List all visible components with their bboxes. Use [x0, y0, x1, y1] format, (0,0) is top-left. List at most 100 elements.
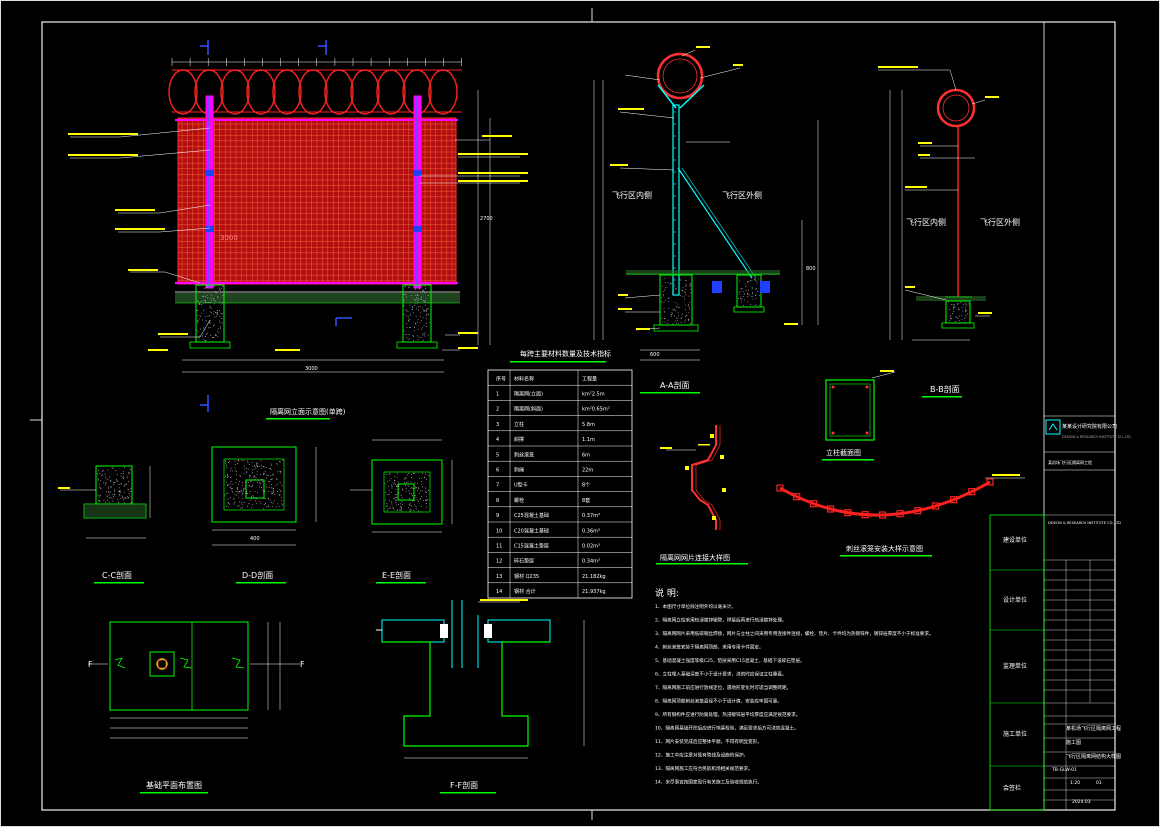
note-line: 4、刺丝滚笼安装于隔离网顶部，采用专用卡件固定。 [655, 644, 764, 651]
note-line: 12、施工中应注意对既有管线及设施的保护。 [655, 752, 748, 759]
dd-section-title: D-D剖面 [242, 570, 273, 580]
notes-title: 说 明: [655, 587, 679, 599]
table-cell-quantity: 8套 [582, 497, 590, 504]
table-cell-quantity: km²0.65m² [582, 407, 610, 413]
table-cell-quantity: 1.1m [582, 437, 595, 443]
base-dim: 600 [650, 352, 660, 358]
razor-detail-title: 刺丝滚笼安装大样示意图 [846, 544, 923, 553]
table-cell-no: 2 [496, 407, 499, 413]
ee-section-title: E-E剖面 [382, 570, 411, 580]
tb-project: 某机场飞行区隔离网工程 [1066, 725, 1121, 732]
fence-elevation: 3000 [68, 40, 528, 412]
tb-drawing-no: TB-GLW-01 [1051, 767, 1077, 773]
aa-outer-label: 飞行区外侧 [722, 190, 762, 200]
depth-dim: 800 [806, 266, 816, 272]
table-cell-material: 立柱 [514, 421, 524, 428]
table-cell-material: 隔离网(立面) [514, 391, 543, 398]
table-cell-quantity: km²2.5m [582, 392, 605, 398]
table-cell-material: 碎石垫层 [514, 558, 534, 565]
table-cell-material: 刺绳 [514, 467, 524, 474]
note-line: 2、隔离网立柱采用热浸镀锌钢管，焊接后再进行热浸镀锌处理。 [655, 617, 787, 624]
note-line: 6、立柱埋入基础深度不小于设计要求，浇筑时应保证立柱垂直。 [655, 671, 787, 678]
tb-date: 2024.03 [1072, 799, 1091, 805]
aa-brace [677, 167, 753, 279]
post-section-view: B-B剖面 立柱截面图 [822, 370, 962, 461]
note-line: 5、基础混凝土强度等级C25，垫层采用C15混凝土，基础下设碎石垫层。 [655, 657, 805, 664]
ff-foundation-outline [382, 641, 550, 747]
table-cell-material: 螺栓 [514, 497, 524, 504]
aa-post [672, 104, 680, 296]
company-name-en: DESIGN & RESEARCH INSTITUTE CO.,LTD [1062, 435, 1131, 439]
aa-razor-coil [656, 52, 704, 100]
section-aa-view: 飞行区内侧 飞行区外侧 A-A剖面 [593, 46, 819, 394]
mesh-dim-label: 3000 [220, 234, 238, 242]
table-cell-material: 斜撑 [514, 436, 524, 443]
side-label-5: 会签栏 [1003, 784, 1021, 792]
tb-note-line: DESIGN & RESEARCH INSTITUTE CO.,LTD [1048, 521, 1121, 525]
post-section-title: 立柱截面图 [826, 448, 861, 457]
table-cell-material: U型卡 [514, 482, 528, 489]
table-cell-no: 9 [496, 513, 499, 519]
aa-section-title: A-A剖面 [660, 380, 689, 390]
tb-scale: 1:20 [1070, 780, 1080, 786]
section-dd-view: D-D剖面 隔离网立面示意图(单跨) [211, 407, 346, 584]
side-label-1: 建设单位 [1003, 536, 1027, 544]
ff-section-title: F-F剖面 [450, 780, 478, 790]
table-cell-material: C15混凝土垫层 [514, 543, 549, 550]
table-cell-no: 序号 [496, 375, 506, 382]
table-cell-quantity: 6m [582, 452, 590, 458]
table-cell-quantity: 0.37m³ [582, 513, 600, 519]
table-cell-material: 钢材 合计 [514, 588, 536, 595]
tb-drawing-title: 飞行区隔离网结构大样图 [1066, 753, 1121, 760]
bb-outer-label: 飞行区外侧 [980, 217, 1020, 227]
table-cell-quantity: 0.34m³ [582, 559, 600, 565]
table-cell-no: 3 [496, 422, 499, 428]
table-cell-material: C20混凝土基础 [514, 527, 549, 534]
post-dim: 400 [250, 536, 260, 542]
table-cell-no: 10 [496, 528, 502, 534]
bb-razor-coil [936, 88, 976, 128]
table-cell-quantity: 工程量 [582, 375, 597, 382]
table-cell-no: 1 [496, 392, 499, 398]
foundation-plan-title: 基础平面布置图 [146, 780, 202, 790]
table-cell-quantity: 21.182kg [582, 574, 606, 580]
table-cell-material: 隔离网(斜面) [514, 406, 543, 413]
side-label-3: 监理单位 [1003, 662, 1027, 670]
table-cell-quantity: 0.02m³ [582, 544, 600, 550]
mesh-connection-view: 隔离网网片连接大样图 [656, 425, 748, 565]
bb-section-title: B-B剖面 [930, 384, 960, 394]
mesh-connection-title: 隔离网网片连接大样图 [660, 553, 730, 562]
table-cell-no: 8 [496, 498, 499, 504]
table-cell-material: 材料名称 [514, 375, 534, 382]
table-cell-no: 14 [496, 589, 502, 595]
f-marker-left: F [88, 660, 93, 669]
table-cell-material: C25混凝土基础 [514, 512, 549, 519]
note-line: 8、隔离网顶部刺丝滚笼直径不小于设计值，安装应牢固可靠。 [655, 698, 782, 705]
section-bb-view: 飞行区内侧 飞行区外侧 [878, 66, 1020, 341]
table-cell-no: 4 [496, 437, 499, 443]
section-ee-view: E-E剖面 [350, 439, 453, 584]
material-table-grid: 序号 材料名称 工程量 1 隔离网(立面) km²2.5m 2 隔离网(斜面) km²0.65m… [487, 369, 633, 599]
design-notes: 说 明: 1、本图尺寸单位除注明外均以毫米计。2、隔离网立柱采用热浸镀锌钢管，焊… [655, 587, 934, 786]
height-dim: 2700 [480, 216, 493, 222]
note-line: 11、网片安装完成后应整体平顺，不得有明显变形。 [655, 738, 762, 745]
f-marker-right: F [300, 660, 305, 669]
span-dim: 3000 [305, 366, 318, 372]
note-line: 13、隔离网施工应符合民航机场相关规范要求。 [655, 765, 753, 772]
tb-sheet: 01 [1096, 780, 1102, 786]
elevation-title: 隔离网立面示意图(单跨) [270, 407, 346, 416]
table-cell-quantity: 21.937kg [582, 589, 606, 595]
table-cell-quantity: 5.8m [582, 422, 595, 428]
razor-detail-view: 刺丝滚笼安装大样示意图 [776, 474, 1025, 557]
section-ff-view: F-F剖面 [376, 599, 585, 794]
bb-inner-label: 飞行区内侧 [906, 217, 946, 227]
table-cell-material: 刺丝滚笼 [514, 451, 534, 458]
note-line: 10、隔离网基础开挖后应进行地基检验，满足要求后方可浇筑混凝土。 [655, 725, 799, 732]
note-line: 3、隔离网网片采用低碳钢丝焊接，网片与立柱之间采用专用连接件连接，螺栓、垫片、卡… [655, 630, 934, 637]
note-line: 7、隔离网施工前应进行放线定位，遇地形变化时可适当调整跨距。 [655, 684, 791, 691]
note-line: 14、未尽事宜按国家现行有关施工及验收规范执行。 [655, 779, 762, 786]
table-cell-no: 12 [496, 559, 502, 565]
table-cell-quantity: 0.36m³ [582, 528, 600, 534]
